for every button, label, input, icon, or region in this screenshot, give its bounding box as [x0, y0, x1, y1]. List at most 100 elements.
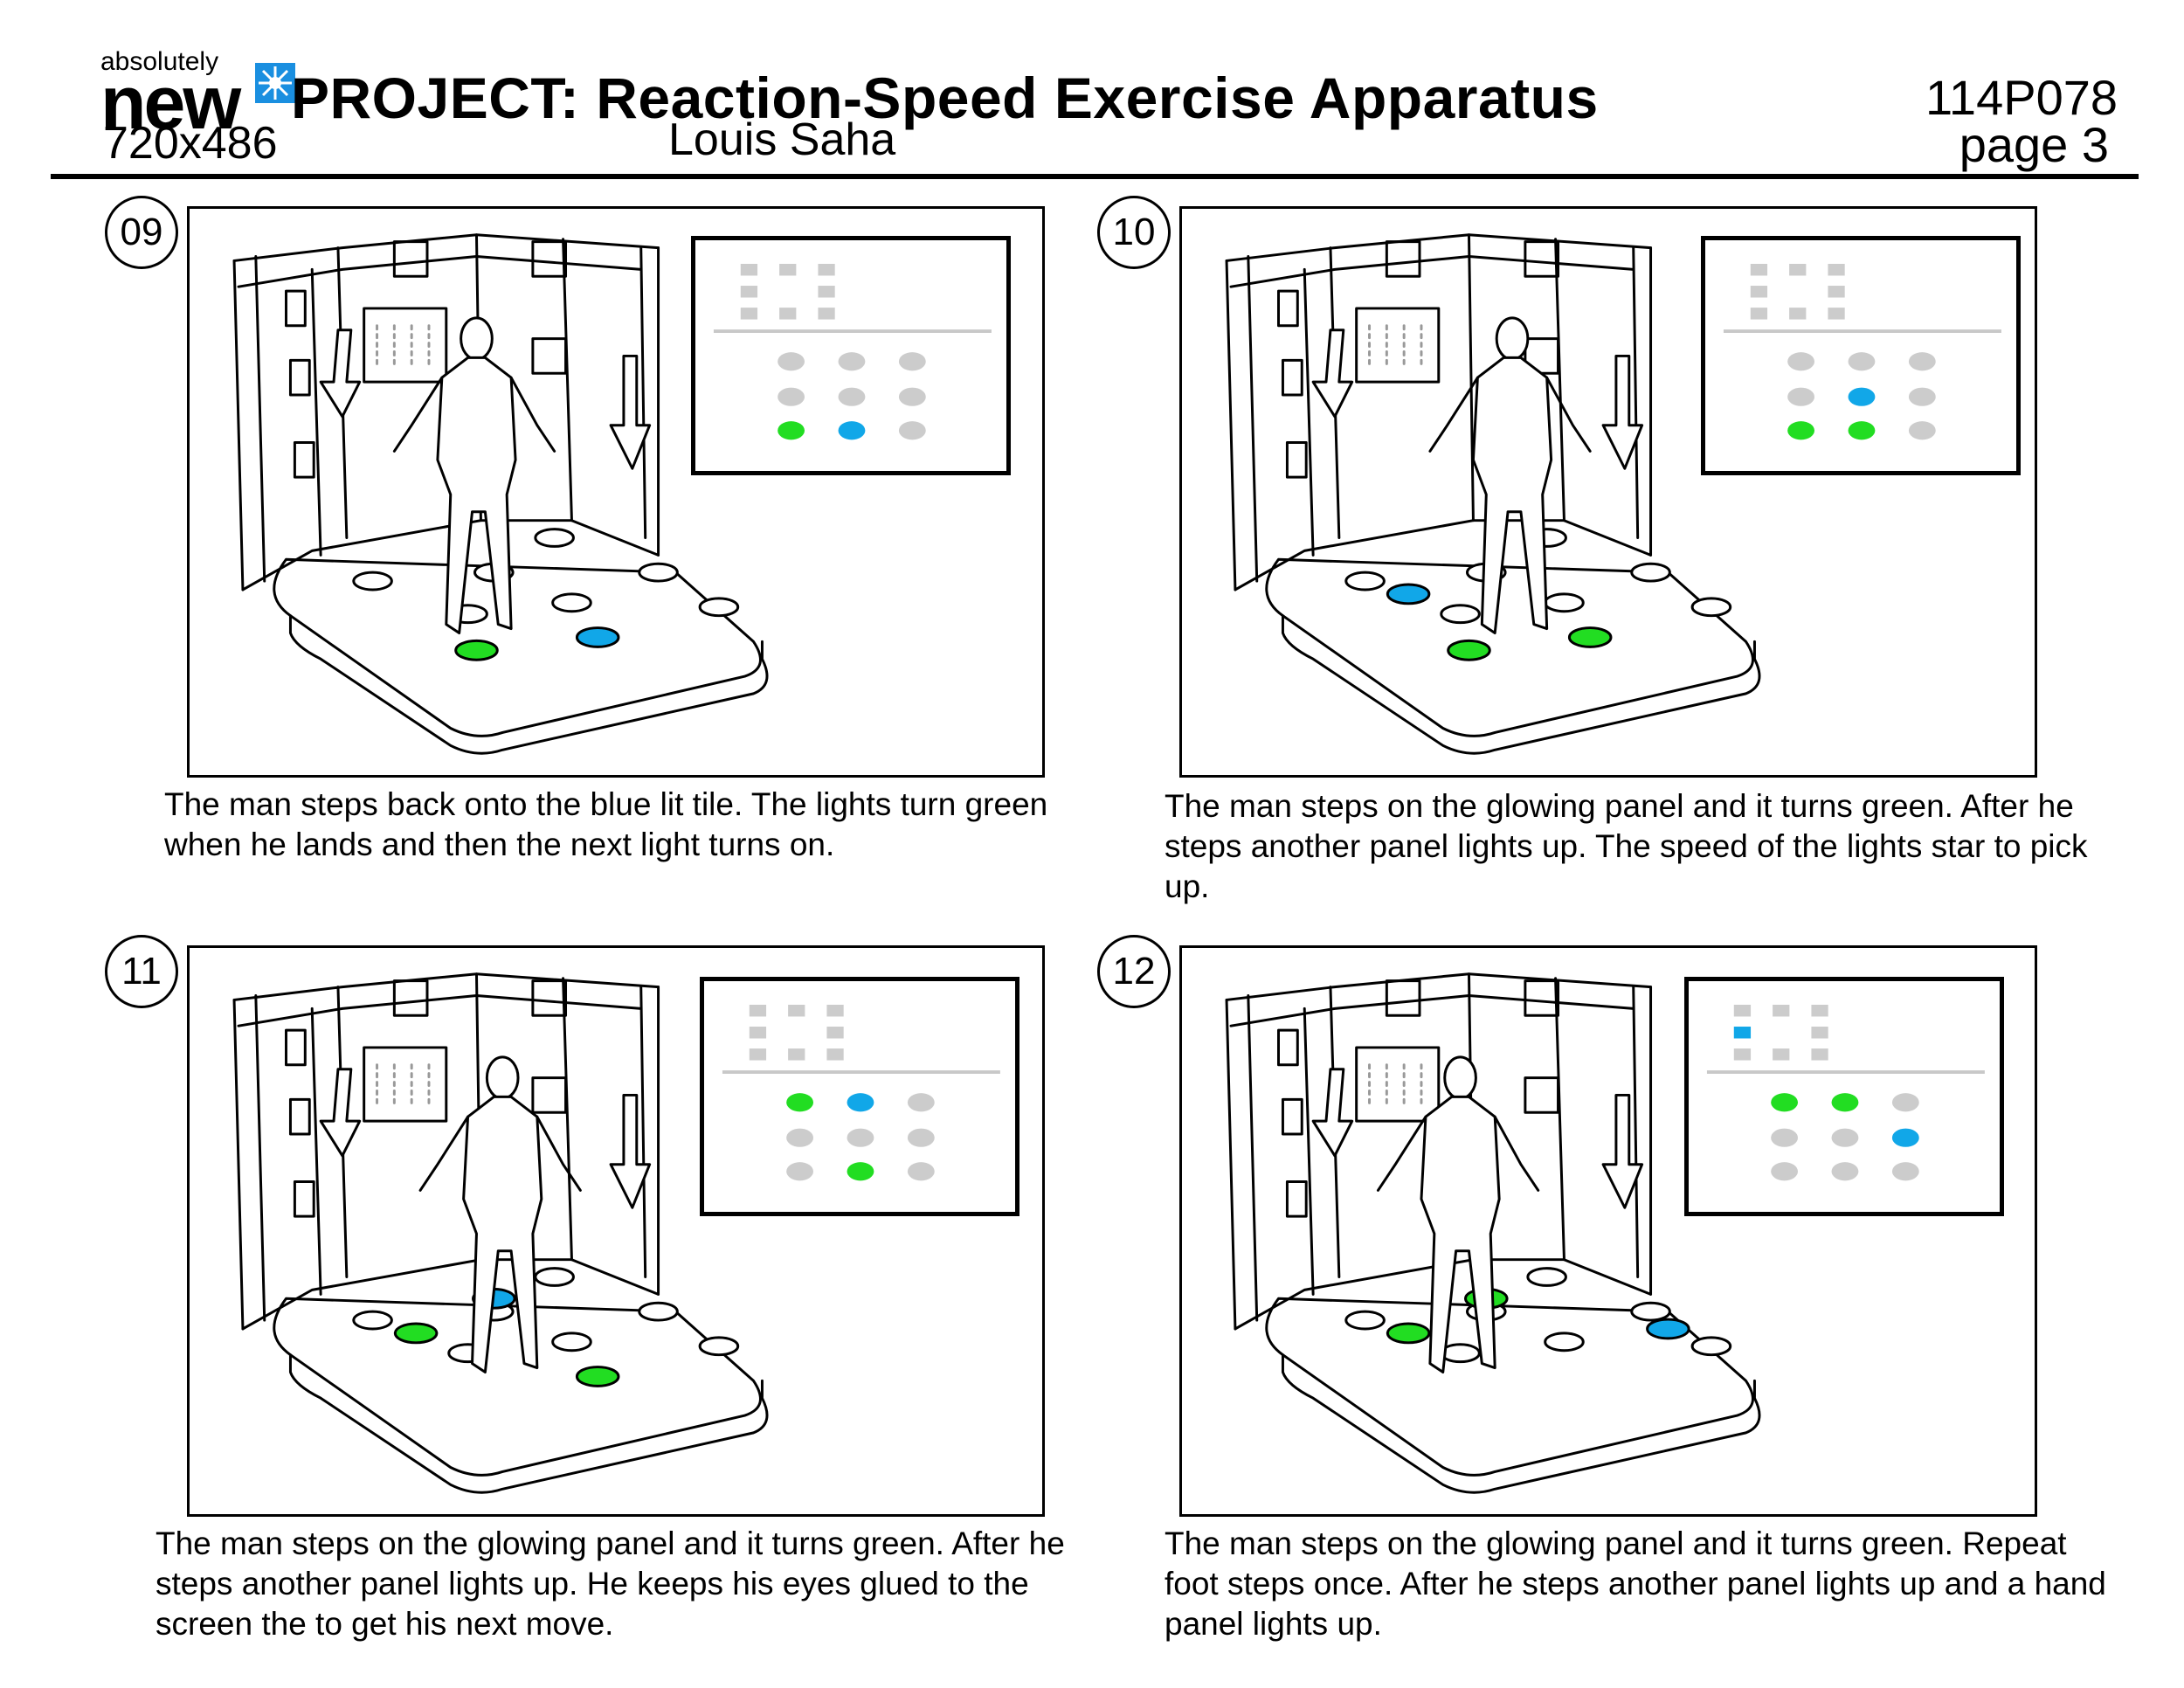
indicator-dot: [1891, 1128, 1919, 1147]
project-title: PROJECT: Reaction-Speed Exercise Apparat…: [291, 66, 1599, 130]
page-number: page 3: [1959, 117, 2109, 172]
platform-edge: [1281, 614, 1761, 755]
floor-tile: [1344, 1310, 1386, 1331]
indicator-dot: [786, 1162, 814, 1181]
indicator-square: [1811, 1048, 1828, 1061]
indicator-dot: [1831, 1162, 1859, 1181]
figure-arms: [1376, 1115, 1540, 1192]
top-pad: [531, 240, 568, 278]
indicator-square: [1828, 263, 1845, 276]
floor-tile: [1690, 1336, 1732, 1357]
floor-tile: [638, 1301, 679, 1322]
indicator-square: [818, 286, 835, 298]
indicator-square: [1811, 1004, 1828, 1017]
line-art-group: [1225, 972, 1761, 1494]
indicator-square: [749, 1004, 767, 1017]
hand-pad: [531, 337, 568, 375]
indicator-square: [818, 263, 835, 276]
indicator-dot: [1848, 352, 1876, 371]
motion-arrows: [319, 329, 652, 470]
figure-arms: [1428, 376, 1592, 453]
motion-arrow: [1601, 1093, 1644, 1209]
indicator-square: [826, 1048, 844, 1061]
motion-arrow: [609, 354, 652, 470]
figure-body: [462, 1095, 543, 1373]
indicator-dot: [838, 387, 866, 406]
indicator-dot: [778, 352, 805, 371]
author-name: Louis Saha: [668, 114, 896, 165]
indicator-square: [1773, 1048, 1790, 1061]
floor-tile: [1544, 592, 1585, 613]
side-pad: [1277, 1028, 1299, 1067]
indicator-dot: [1787, 352, 1815, 371]
indicator-dot: [1891, 1093, 1919, 1112]
indicator-square: [788, 1004, 805, 1017]
logo-big-text: new: [100, 61, 241, 145]
indicator-dot: [1771, 1128, 1799, 1147]
top-pad: [1385, 979, 1421, 1017]
motion-arrow: [319, 329, 362, 419]
indicator-dot: [898, 352, 926, 371]
side-pad: [1285, 441, 1308, 479]
caption-12: The man steps on the glowing panel and i…: [1165, 1525, 2106, 1642]
indicator-dot: [907, 1128, 935, 1147]
scene-illustration-12: [1225, 972, 1761, 1494]
floor-tile: [352, 1310, 393, 1331]
floor-tile: [534, 1267, 575, 1287]
starburst-icon: [255, 63, 295, 103]
platform-edge: [288, 1353, 769, 1494]
indicator-dot: [778, 421, 805, 440]
caption-11: The man steps on the glowing panel and i…: [156, 1525, 1065, 1642]
indicator-square: [740, 308, 758, 320]
indicator-dot: [1891, 1162, 1919, 1181]
figure-arms: [418, 1115, 582, 1192]
indicator-dot: [847, 1128, 874, 1147]
man-figure: [392, 316, 556, 634]
indicator-square: [749, 1027, 767, 1039]
indicator-dot: [907, 1093, 935, 1112]
indicator-dot: [838, 421, 866, 440]
figure-body: [436, 356, 517, 634]
indicator-dot: [786, 1128, 814, 1147]
light-pattern-display-12: [1706, 1004, 1985, 1181]
motion-arrows: [1311, 1068, 1644, 1209]
floor-tile: [1690, 597, 1732, 618]
indicator-square: [1773, 1004, 1790, 1017]
figure-head: [460, 316, 494, 361]
light-pattern-display-11: [722, 1004, 1000, 1181]
indicator-dot: [778, 387, 805, 406]
lit-floor-tile: [454, 639, 499, 661]
frame-top-rails: [1225, 972, 1653, 1027]
monitor-lights: [376, 1063, 431, 1110]
indicator-square: [779, 308, 797, 320]
indicator-dot: [1771, 1093, 1799, 1112]
logo-small-text: absolutely: [100, 47, 219, 76]
figure-arms: [392, 376, 556, 453]
frame-top-rails: [232, 233, 660, 288]
storyboard-frame-12: [1179, 945, 2037, 1517]
top-pad: [1524, 240, 1560, 278]
display-screen-11: [700, 977, 1019, 1216]
top-pad: [531, 979, 568, 1017]
frame-top-rails: [1225, 233, 1653, 288]
side-pad: [1281, 1097, 1303, 1136]
man-figure: [1428, 316, 1592, 634]
side-pad: [1277, 289, 1299, 328]
platform-top: [273, 1297, 762, 1477]
display-screen-09: [691, 236, 1011, 475]
panel-number-12: 12: [1097, 935, 1171, 1008]
lit-floor-tile: [575, 1366, 620, 1387]
line-art-group: [1225, 233, 1761, 755]
lit-floor-tile: [1646, 1318, 1690, 1340]
indicator-square: [1750, 308, 1768, 320]
indicator-square: [826, 1004, 844, 1017]
motion-arrow: [1311, 329, 1354, 419]
floor-tile: [352, 571, 393, 591]
top-pad: [392, 979, 429, 1017]
lit-floor-tile: [1567, 626, 1613, 648]
indicator-dot: [1787, 421, 1815, 440]
platform-top: [273, 557, 762, 737]
storyboard-frame-09: [187, 206, 1045, 778]
job-number: 114P078: [1925, 70, 2118, 125]
indicator-dot: [838, 352, 866, 371]
